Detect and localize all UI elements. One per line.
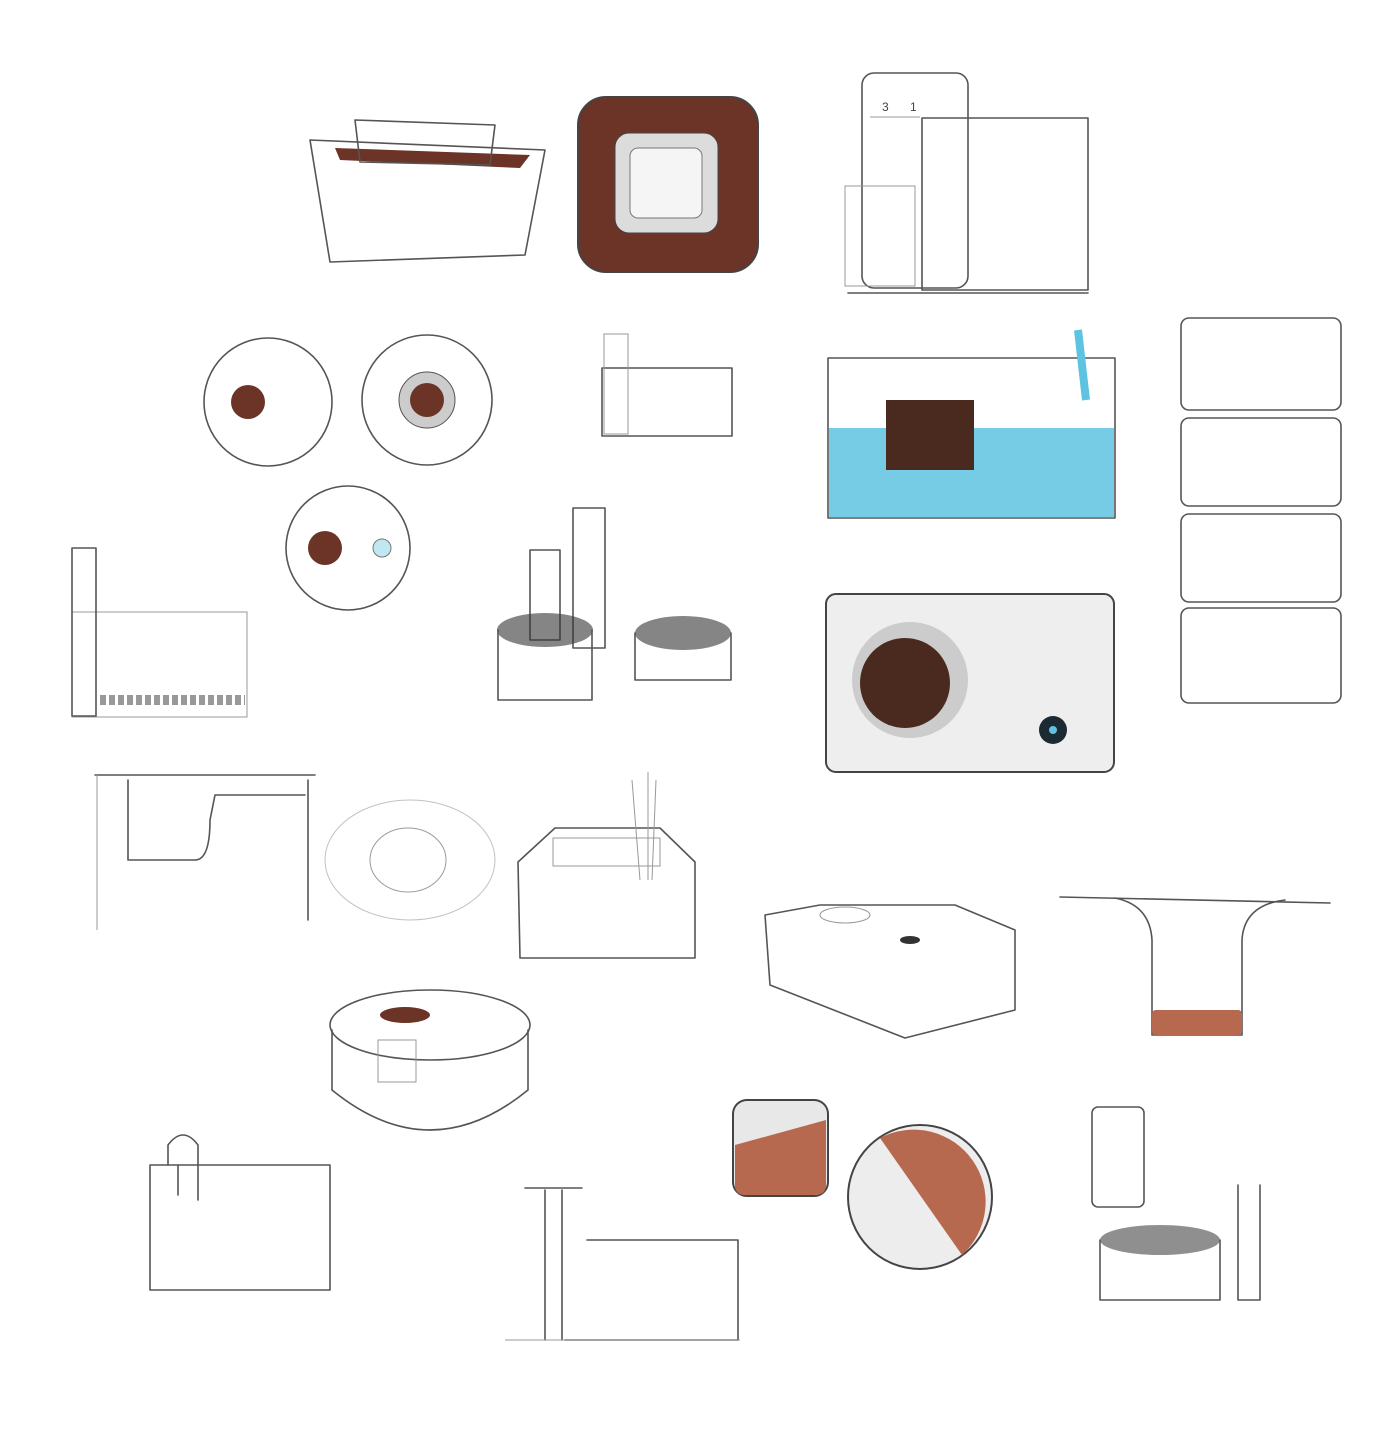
cylinder-bowl-sketch <box>1091 1106 1261 1301</box>
round-top-views-sketch <box>203 334 493 611</box>
small-section-sketch <box>601 333 733 437</box>
tall-tube-sketch <box>505 1187 740 1341</box>
brown-square-top-view-sketch <box>577 96 759 273</box>
water-reservoir-sketch <box>827 329 1116 519</box>
faint-ellipse-sketch <box>324 799 496 921</box>
box-planter-sketch <box>517 772 696 959</box>
tube-bowls-sketch <box>497 507 732 701</box>
dimension-label-1: 1 <box>910 100 917 114</box>
terracotta-square-sketch <box>732 1099 829 1197</box>
round-pot-sketch <box>329 989 531 1131</box>
stacked-sections-sketch <box>1180 317 1342 704</box>
square-planter-sketch <box>309 119 546 263</box>
funnel-sketch <box>1059 896 1331 1036</box>
terracotta-circle-sketch <box>847 1124 993 1270</box>
rect-box-sketch <box>764 904 1016 1039</box>
brown-hole-top-view-sketch <box>825 593 1115 773</box>
pebble-section-sketch <box>71 547 248 718</box>
cross-section-sketch <box>844 72 1089 294</box>
wall-section-sketch <box>94 774 316 930</box>
dimension-label-3: 3 <box>882 100 889 114</box>
siphon-section-sketch <box>149 1134 331 1291</box>
